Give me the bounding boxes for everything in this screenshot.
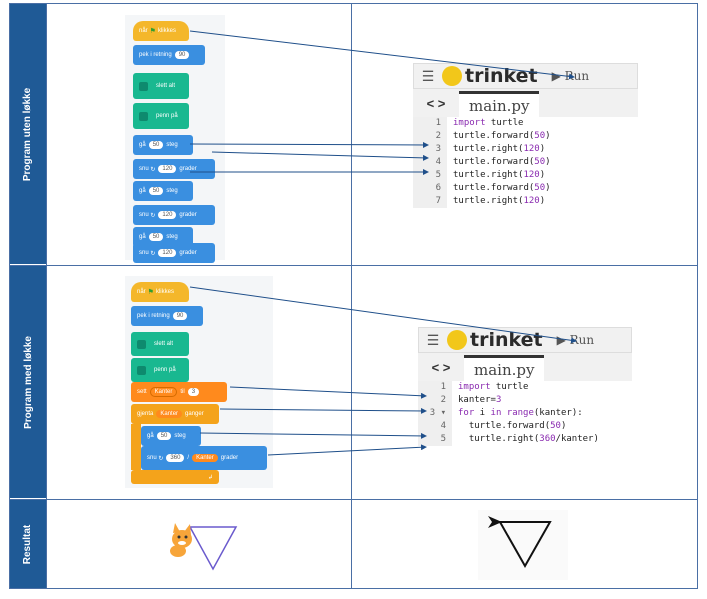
- trinket-header: ☰ trinket ▶ Run: [418, 327, 632, 353]
- column-divider: [46, 4, 47, 588]
- loop-arrow-icon: ↲: [207, 474, 213, 481]
- clear-block: slett alt: [131, 332, 189, 356]
- code-line: turtle.forward(50): [458, 421, 567, 431]
- row-label-result: Resultat: [10, 500, 46, 588]
- row-label-with-loop: Program med løkke: [10, 266, 46, 498]
- column-divider: [351, 4, 352, 588]
- line-number: 5: [440, 434, 446, 444]
- line-number: 4: [440, 421, 446, 431]
- pen-icon: [137, 365, 146, 375]
- when-flag-block: når⚑klikkes: [133, 21, 189, 41]
- code-line: import turtle: [453, 118, 524, 128]
- code-line: turtle.forward(50): [453, 183, 551, 193]
- run-button[interactable]: ▶ Run: [556, 333, 595, 347]
- rotate-right-icon: ↻: [158, 455, 164, 462]
- line-number: 1: [440, 382, 446, 392]
- code-line: turtle.right(120): [453, 144, 546, 154]
- rotate-right-icon: ↻: [150, 166, 156, 173]
- trinket-result: [478, 510, 568, 580]
- trinket-logo-icon: [442, 66, 462, 86]
- line-number: 5: [435, 170, 441, 180]
- row-label-text: Program uten løkke: [22, 87, 34, 181]
- line-number: 3 ▾: [429, 408, 446, 418]
- tab-bar: < > main.py: [418, 353, 632, 381]
- nav-arrows[interactable]: < >: [426, 95, 446, 111]
- row-divider: [10, 265, 697, 266]
- turtle-arrow-icon: [488, 516, 502, 528]
- line-number: 3: [435, 144, 441, 154]
- trinket-editor-1: ☰ trinket ▶ Run < > main.py 1 2 3 4 5 6 7 impo…: [413, 63, 638, 208]
- code-line: import turtle: [458, 382, 529, 392]
- rotate-right-icon: ↻: [150, 212, 156, 219]
- code-line: turtle.right(120): [453, 170, 546, 180]
- tab-main-py[interactable]: main.py: [459, 91, 540, 117]
- trinket-logo: trinket: [442, 65, 538, 87]
- line-number: 6: [435, 183, 441, 193]
- result-triangle: [498, 521, 552, 569]
- row-label-text: Program med løkke: [22, 335, 34, 429]
- green-flag-icon: ⚑: [147, 289, 154, 296]
- green-flag-icon: ⚑: [149, 28, 156, 35]
- nav-arrows[interactable]: < >: [431, 359, 451, 375]
- pen-down-block: penn på: [131, 358, 189, 382]
- line-number: 1: [435, 118, 441, 128]
- code-lines: import turtle turtle.forward(50) turtle.ri…: [447, 117, 551, 208]
- code-line: for i in range(kanter):: [458, 408, 583, 418]
- line-gutter: 1 2 3 4 5 6 7: [413, 117, 447, 208]
- row-divider: [10, 499, 697, 500]
- row-label-text: Resultat: [22, 524, 34, 564]
- run-button[interactable]: ▶ Run: [551, 69, 590, 83]
- pen-down-block: penn på: [133, 103, 189, 129]
- table-frame: [9, 3, 698, 589]
- pen-icon: [139, 81, 148, 91]
- line-number: 2: [435, 131, 441, 141]
- scratch-result: [170, 523, 238, 571]
- code-line: turtle.forward(50): [453, 131, 551, 141]
- line-number: 4: [435, 157, 441, 167]
- repeat-block-end: ↲: [131, 470, 219, 484]
- clear-block: slett alt: [133, 73, 189, 99]
- line-number: 7: [435, 196, 441, 206]
- code-area[interactable]: 1 2 3 ▾ 4 5 import turtle kanter=3 for i in ra…: [418, 381, 632, 446]
- trinket-logo: trinket: [447, 329, 543, 351]
- code-line: kanter=3: [458, 395, 502, 405]
- line-gutter: 1 2 3 ▾ 4 5: [418, 381, 452, 446]
- code-area[interactable]: 1 2 3 4 5 6 7 import turtle turtle.forward(50) t…: [413, 117, 638, 208]
- trinket-header: ☰ trinket ▶ Run: [413, 63, 638, 89]
- trinket-logo-icon: [447, 330, 467, 350]
- menu-icon[interactable]: ☰: [421, 67, 435, 84]
- repeat-block-arm: [131, 424, 141, 470]
- line-number: 2: [440, 395, 446, 405]
- pen-icon: [139, 111, 148, 121]
- rotate-right-icon: ↻: [150, 250, 156, 257]
- pen-icon: [137, 339, 146, 349]
- menu-icon[interactable]: ☰: [426, 331, 440, 348]
- tab-bar: < > main.py: [413, 89, 638, 117]
- code-lines: import turtle kanter=3 for i in range(kant…: [452, 381, 599, 446]
- tab-main-py[interactable]: main.py: [464, 355, 545, 381]
- trinket-editor-2: ☰ trinket ▶ Run < > main.py 1 2 3 ▾ 4 5 impo…: [418, 327, 632, 446]
- code-line: turtle.right(360/kanter): [458, 434, 599, 444]
- code-line: turtle.right(120): [453, 196, 546, 206]
- row-label-without-loop: Program uten løkke: [10, 4, 46, 264]
- code-line: turtle.forward(50): [453, 157, 551, 167]
- when-flag-block: når⚑klikkes: [131, 282, 189, 302]
- scratch-cat-icon: [170, 523, 192, 557]
- result-triangle: [188, 526, 238, 571]
